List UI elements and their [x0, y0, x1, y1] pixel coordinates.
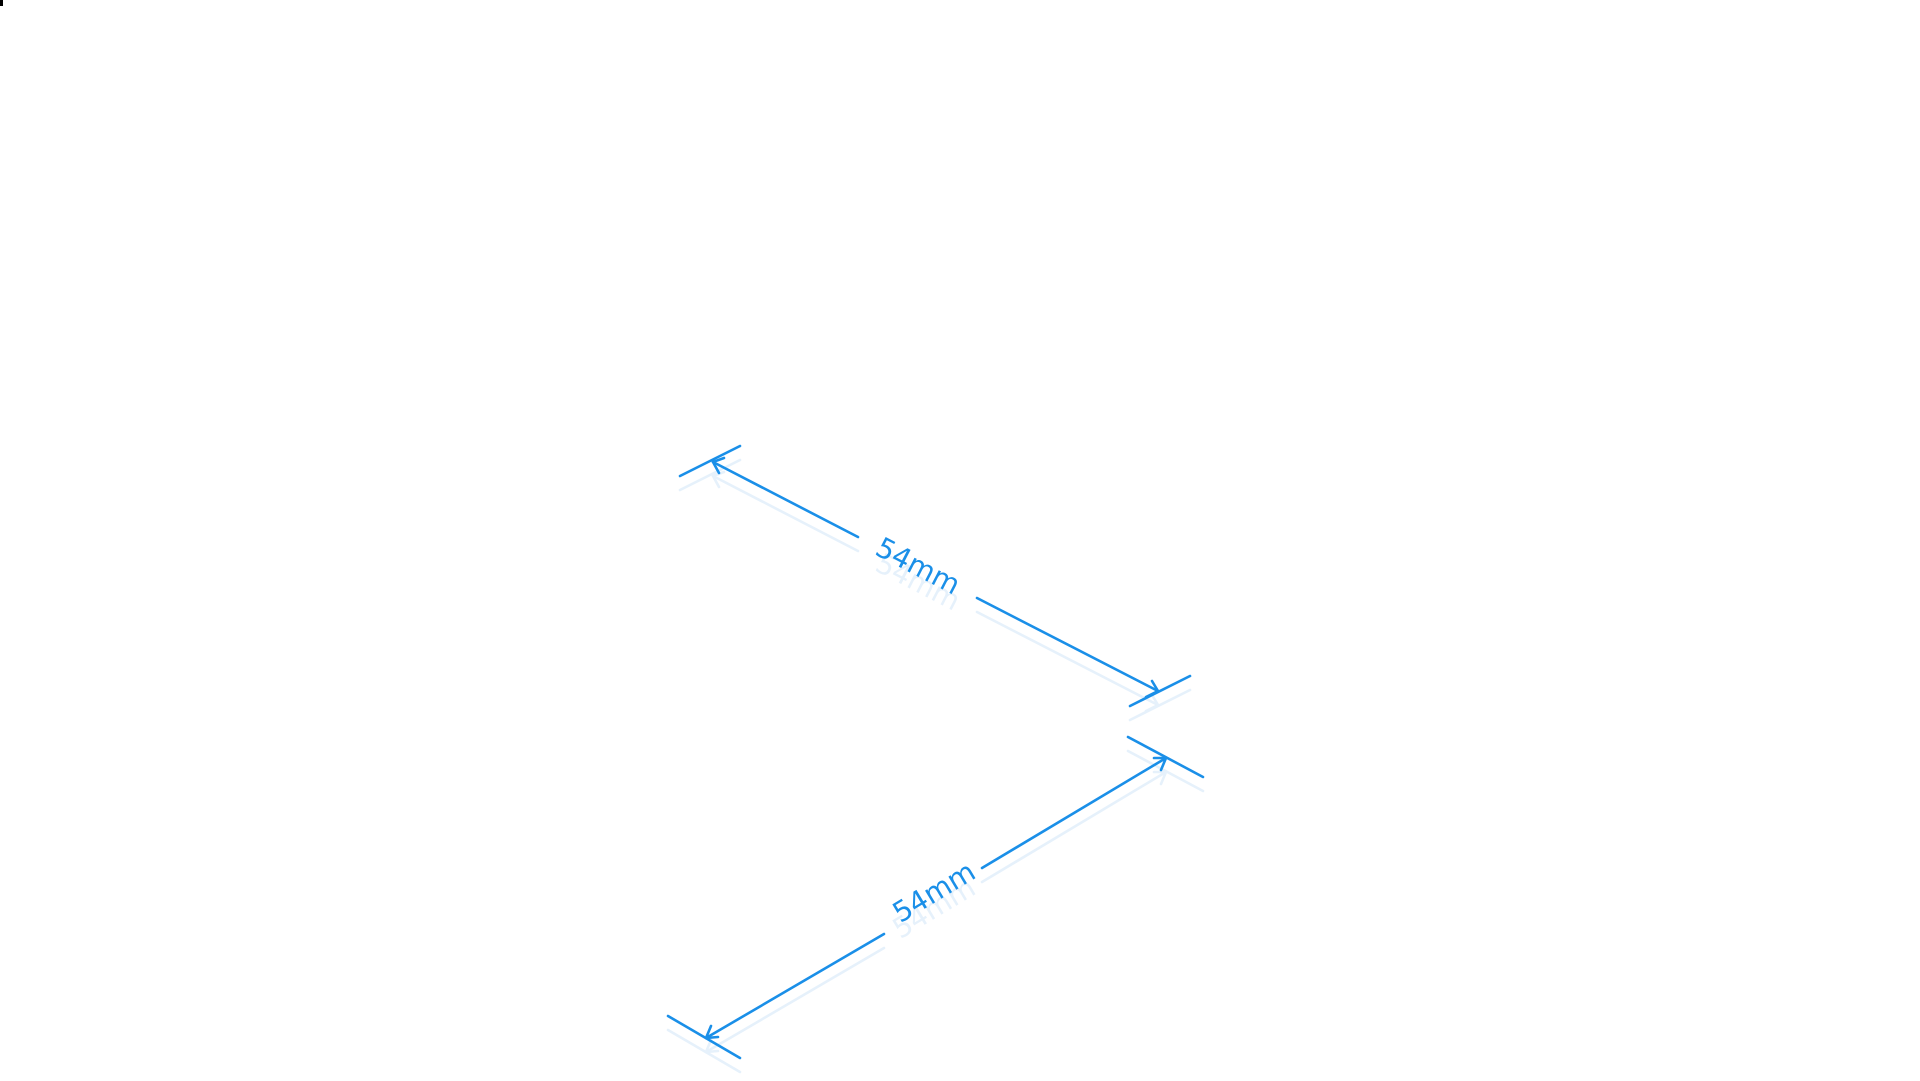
- extension-line: [678, 458, 742, 492]
- arrowhead-right: [1152, 756, 1168, 772]
- dimension-bottom: 54mm: [666, 735, 1205, 1060]
- dimension-line-segment: [975, 610, 1160, 707]
- dimension-line-segment-right: [975, 596, 1160, 693]
- arrowhead: [711, 470, 726, 489]
- arrowhead-left: [704, 1024, 720, 1040]
- dimension-top: 54mm: [678, 444, 1192, 708]
- dimension-line-segment-left: [711, 460, 860, 539]
- arrowhead-right: [1144, 679, 1160, 699]
- arrowhead: [1144, 693, 1160, 713]
- dimension-line-segment-left: [704, 932, 886, 1040]
- dimension-bottom-shadow: 54mm: [666, 749, 1205, 1074]
- dimension-line-segment: [980, 770, 1168, 884]
- corner-marker: [0, 0, 3, 6]
- arrowhead: [704, 1038, 720, 1054]
- extension-line: [1128, 688, 1192, 722]
- dimension-line-segment: [711, 474, 860, 553]
- arrowhead: [1152, 770, 1168, 786]
- extension-line-right: [1128, 674, 1192, 708]
- dimension-line-segment: [704, 946, 886, 1054]
- extension-line: [666, 1028, 742, 1074]
- extension-line-left: [666, 1014, 742, 1060]
- arrowhead-left: [711, 456, 726, 475]
- extension-line-left: [678, 444, 742, 478]
- dimension-line-segment-right: [980, 756, 1168, 870]
